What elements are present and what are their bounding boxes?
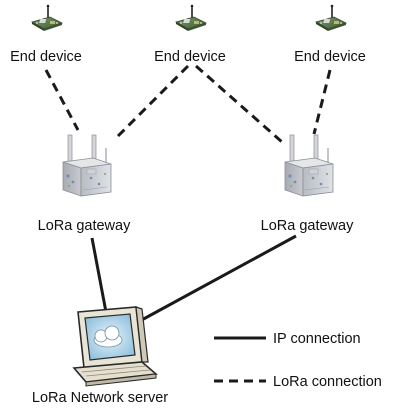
end-device-label: End device	[154, 49, 226, 65]
gateway-label: LoRa gateway	[38, 218, 131, 234]
lora-link-device3-gateway2	[312, 69, 332, 135]
legend: IP connection LoRa connection	[214, 331, 382, 390]
gateway-label: LoRa gateway	[261, 218, 354, 234]
end-device-icon	[31, 3, 63, 32]
legend-lora-label: LoRa connection	[273, 374, 382, 390]
gateway-icon	[284, 134, 334, 197]
end-device-1: End device	[10, 3, 82, 65]
network-server: LoRa Network server	[32, 306, 168, 406]
lora-gateway-2: LoRa gateway	[261, 134, 354, 234]
lora-link-device1-gateway1	[44, 69, 80, 131]
lora-gateway-1: LoRa gateway	[38, 134, 131, 234]
ip-connections	[90, 234, 297, 324]
legend-lora-connection: LoRa connection	[214, 374, 382, 390]
ip-link-gateway1-server	[90, 237, 108, 313]
gateway-icon	[62, 134, 112, 197]
end-device-icon	[315, 3, 347, 32]
end-device-label: End device	[10, 49, 82, 65]
end-device-icon	[175, 3, 207, 32]
lora-link-device2-gateway1	[116, 64, 190, 138]
ip-link-gateway2-server	[137, 234, 297, 324]
lora-connections	[44, 64, 332, 144]
legend-ip-label: IP connection	[273, 331, 361, 347]
end-device-2: End device	[154, 3, 226, 65]
end-device-label: End device	[294, 49, 366, 65]
computer-icon	[72, 306, 158, 387]
server-label: LoRa Network server	[32, 390, 168, 406]
lora-link-device2-gateway2	[195, 64, 283, 144]
end-device-3: End device	[294, 3, 366, 65]
legend-ip-connection: IP connection	[214, 331, 361, 347]
